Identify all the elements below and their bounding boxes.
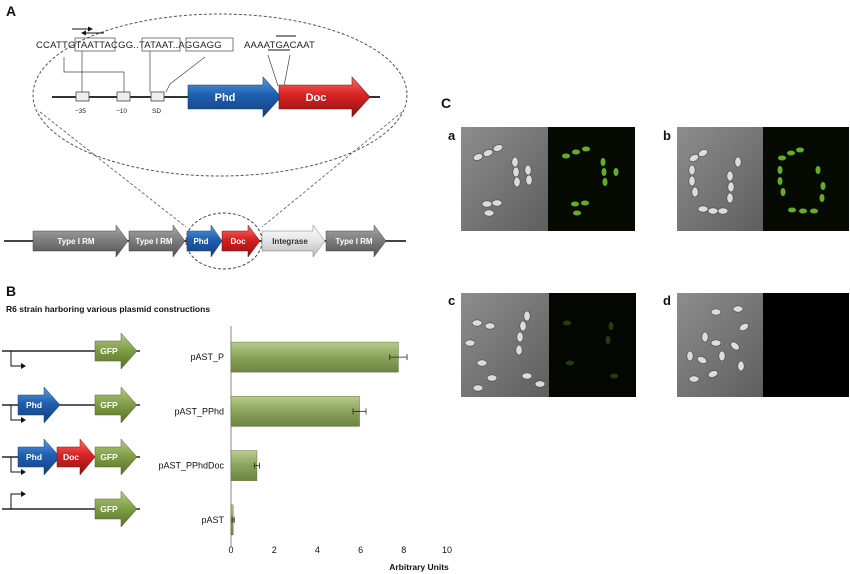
x-tick-0: 0 — [228, 545, 233, 555]
locus-doc — [221, 224, 261, 258]
locus-phd — [186, 224, 223, 258]
locus-rm-3 — [325, 224, 387, 258]
construct-1-gfp-label: GFP — [100, 346, 118, 356]
construct-2: Phd GFP — [2, 386, 140, 424]
micrograph-b-label: b — [663, 128, 671, 143]
label-10: −10 — [116, 108, 127, 115]
panel-label-b: B — [6, 283, 16, 299]
locus-rm-1 — [32, 224, 129, 258]
micrograph-d-label: d — [663, 293, 671, 308]
x-tick-6: 6 — [358, 545, 363, 555]
micrograph-c-fluor — [549, 293, 636, 397]
construct-3-gfp — [94, 438, 138, 476]
label-sd: SD — [152, 108, 161, 115]
construct-3: Phd Doc GFP — [2, 438, 140, 476]
panel-label-c: C — [441, 95, 451, 111]
zoom-ellipse — [32, 13, 408, 177]
x-tick-8: 8 — [401, 545, 406, 555]
box-10 — [116, 91, 131, 102]
zoom-doc-gene — [278, 76, 371, 118]
zoom-phd-gene — [187, 76, 282, 118]
construct-4-gfp-label: GFP — [100, 504, 118, 514]
construct-2-phd — [17, 386, 61, 424]
locus-integrase — [261, 224, 326, 258]
zoom-guide-right — [261, 111, 403, 228]
label-35: −35 — [75, 108, 86, 115]
micrograph-a-label: a — [448, 128, 456, 143]
construct-3-doc-label: Doc — [63, 452, 79, 462]
locus-rm-2-label: Type I RM — [135, 237, 173, 246]
locus-doc-label: Doc — [230, 237, 246, 246]
x-tick-4: 4 — [315, 545, 320, 555]
category-label-pAST_PPhdDoc: pAST_PPhdDoc — [158, 461, 224, 471]
construct-2-gfp-label: GFP — [100, 400, 118, 410]
promoter-sequence: CCATTGTAATTACGG..TATAAT..AGGAGG — [36, 40, 222, 51]
sequence-connectors — [63, 51, 291, 93]
locus-integrase-label: Integrase — [272, 237, 308, 246]
micrograph-c: c — [448, 293, 636, 397]
x-tick-2: 2 — [272, 545, 277, 555]
locus-rm-1-label: Type I RM — [57, 237, 95, 246]
box-sd — [150, 91, 165, 102]
x-axis-title: Arbitrary Units — [389, 562, 449, 572]
x-tick-10: 10 — [442, 545, 452, 555]
micrograph-a-dic — [461, 127, 548, 231]
box-10-seq — [141, 37, 181, 52]
category-label-pAST_P: pAST_P — [190, 352, 224, 362]
construct-3-phd — [17, 438, 61, 476]
box-35 — [75, 91, 90, 102]
construct-4-gfp — [94, 490, 138, 528]
construct-3-phd-label: Phd — [26, 452, 42, 462]
locus-phd-label: Phd — [193, 237, 208, 246]
locus-rm-2 — [128, 224, 186, 258]
panel-label-a: A — [6, 3, 16, 19]
micrograph-b-fluor — [763, 127, 849, 231]
junction-sequence: AAAATGACAAT — [244, 40, 315, 51]
construct-3-gfp-label: GFP — [100, 452, 118, 462]
category-label-pAST: pAST — [201, 515, 224, 525]
construct-3-doc — [56, 438, 96, 476]
panel-b-title: R6 strain harboring various plasmid cons… — [6, 304, 210, 314]
bar-pAST_PPhdDoc — [230, 450, 258, 481]
construct-1: GFP — [2, 332, 140, 370]
bar-chart: pAST_P pAST_PPhd pAST_PPhdDoc pAST 0 2 4 6 8 10Ar… — [158, 326, 452, 572]
box-35-seq — [74, 37, 116, 52]
construct-2-gfp — [94, 386, 138, 424]
micrograph-c-dic — [461, 293, 549, 397]
micrograph-a: a — [448, 127, 635, 231]
zoom-doc-label: Doc — [306, 92, 327, 104]
construct-4: GFP — [2, 490, 140, 528]
construct-2-phd-label: Phd — [26, 400, 42, 410]
bar-pAST_P — [230, 341, 399, 373]
zoom-phd-label: Phd — [215, 92, 236, 104]
micrograph-a-fluor — [548, 127, 635, 231]
category-label-pAST_PPhd: pAST_PPhd — [174, 406, 224, 416]
zoom-guide-left — [39, 111, 187, 228]
bar-pAST_PPhd — [230, 396, 360, 427]
micrograph-d: d — [663, 293, 849, 397]
box-sd-seq — [185, 37, 234, 52]
micrograph-b: b — [663, 127, 849, 231]
construct-1-gfp — [94, 332, 138, 370]
micrograph-d-fluor — [763, 293, 849, 397]
micrograph-c-label: c — [448, 293, 455, 308]
locus-rm-3-label: Type I RM — [335, 237, 373, 246]
inverted-repeat-arrows — [72, 26, 104, 36]
